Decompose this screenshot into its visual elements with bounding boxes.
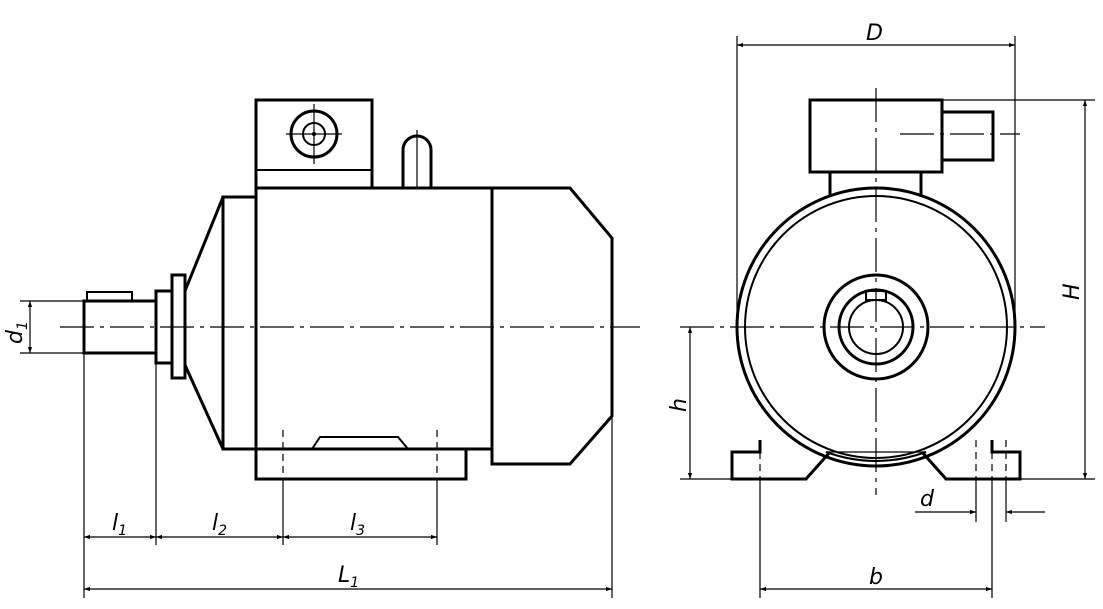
label-h: h <box>667 398 692 412</box>
label-d: d <box>920 487 935 512</box>
front-view <box>680 88 1045 495</box>
flange-circle <box>822 273 930 381</box>
front-bearing-cap <box>183 196 225 450</box>
label-H: H <box>1060 283 1085 300</box>
side-view <box>60 98 640 481</box>
label-b: b <box>869 565 883 590</box>
shaft-keyway <box>865 290 887 301</box>
label-D: D <box>866 21 883 46</box>
side-feet <box>254 430 468 481</box>
side-dimensions: d1 l1 l2 l3 L1 <box>3 300 613 598</box>
housing-inner-circle <box>744 195 1008 459</box>
fan-cover <box>490 186 614 466</box>
label-d1: d1 <box>3 321 31 344</box>
label-l1: l1 <box>112 511 127 539</box>
front-terminal-box <box>808 98 1020 197</box>
front-end-shield <box>221 195 258 451</box>
terminal-box <box>254 98 374 190</box>
front-dimensions: D H h d b <box>667 21 1095 598</box>
motor-housing <box>254 186 494 451</box>
shaft <box>82 291 158 355</box>
front-feet <box>730 440 1022 481</box>
label-L1: L1 <box>338 563 359 591</box>
label-l2: l2 <box>212 511 227 539</box>
label-l3: l3 <box>350 511 365 539</box>
shaft-flange <box>154 273 187 380</box>
